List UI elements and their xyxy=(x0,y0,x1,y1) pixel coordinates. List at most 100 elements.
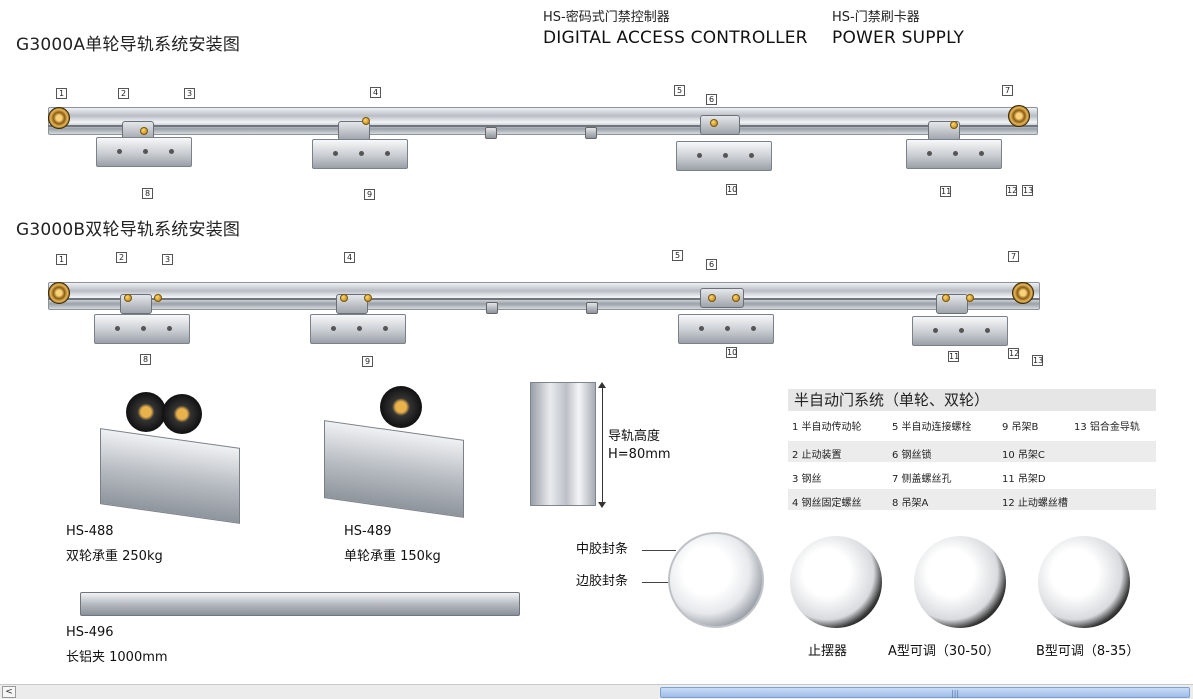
label-a-4: 4 xyxy=(370,87,381,98)
bolt-icon xyxy=(732,294,740,302)
bolt-icon xyxy=(708,294,716,302)
type-b-bracket-image xyxy=(1038,536,1130,628)
bolt-icon xyxy=(966,294,974,302)
clip-icon xyxy=(585,127,597,139)
bolt-icon xyxy=(710,119,718,127)
hs496-code: HS-496 xyxy=(66,625,114,640)
rail-height-label: 导轨高度 xyxy=(608,429,661,444)
horizontal-scrollbar[interactable]: < ||| xyxy=(0,684,1193,699)
wheel-icon xyxy=(126,392,166,432)
label-b-11: 11 xyxy=(948,351,960,362)
dimension-line xyxy=(602,384,603,504)
diagram-b: 1 2 3 4 5 6 7 8 9 10 11 12 13 xyxy=(40,250,1050,367)
hs489-code: HS-489 xyxy=(344,524,392,539)
bolt-icon xyxy=(340,294,348,302)
legend-cell: 6 钢丝锁 xyxy=(892,450,932,461)
hs488-image xyxy=(100,392,245,524)
parts-legend: 半自动门系统（单轮、双轮） 1 半自动传动轮 5 半自动连接螺栓 9 吊架B 1… xyxy=(788,389,1156,515)
controller-name: DIGITAL ACCESS CONTROLLER xyxy=(543,28,808,48)
bolt-icon xyxy=(154,294,162,302)
type-b-label: B型可调（8-35） xyxy=(1036,644,1140,659)
wire-lock-icon xyxy=(700,288,744,308)
label-a-2: 2 xyxy=(118,88,129,99)
hanger-body-icon xyxy=(100,428,240,524)
legend-cell: 13 铝合金导轨 xyxy=(1074,422,1140,433)
label-a-11: 11 xyxy=(940,186,952,197)
hanger-c-icon xyxy=(676,141,772,171)
label-a-6: 6 xyxy=(706,94,717,105)
legend-row: 4 钢丝固定螺丝 8 吊架A 12 止动螺丝槽 xyxy=(788,489,1156,510)
drive-wheel-icon xyxy=(48,282,70,304)
scroll-thumb[interactable]: ||| xyxy=(660,687,1190,698)
label-b-12: 12 xyxy=(1008,348,1020,359)
bolt-icon xyxy=(124,294,132,302)
label-b-1: 1 xyxy=(56,254,67,265)
scroll-left-button[interactable]: < xyxy=(2,686,16,698)
power-name: POWER SUPPLY xyxy=(832,28,965,48)
controller-code: HS-密码式门禁控制器 xyxy=(543,10,670,25)
power-code: HS-门禁刷卡器 xyxy=(832,10,920,25)
label-b-3: 3 xyxy=(162,254,173,265)
seal-middle-label: 中胶封条 xyxy=(576,542,629,557)
legend-row: 2 止动装置 6 钢丝锁 10 吊架C xyxy=(788,441,1156,462)
rail-height-value: H=80mm xyxy=(608,447,671,462)
legend-cell: 12 止动螺丝槽 xyxy=(1002,498,1068,509)
hanger-b-icon xyxy=(312,139,408,169)
hanger-d-icon xyxy=(912,316,1008,346)
clip-icon xyxy=(486,302,498,314)
legend-cell: 8 吊架A xyxy=(892,498,929,509)
hs488-code: HS-488 xyxy=(66,524,114,539)
seal-image xyxy=(668,532,764,628)
label-b-9: 9 xyxy=(362,356,373,367)
legend-cell: 10 吊架C xyxy=(1002,450,1045,461)
legend-cell: 1 半自动传动轮 xyxy=(792,422,862,433)
end-wheel-icon xyxy=(1012,282,1034,304)
label-a-5: 5 xyxy=(674,85,685,96)
diagram-b-title: G3000B双轮导轨系统安装图 xyxy=(16,220,241,240)
type-a-label: A型可调（30-50） xyxy=(888,644,1000,659)
label-a-3: 3 xyxy=(184,88,195,99)
stabilizer-image xyxy=(790,536,882,628)
seal-edge-label: 边胶封条 xyxy=(576,574,629,589)
label-b-6: 6 xyxy=(706,259,717,270)
pointer-line xyxy=(642,550,676,551)
arrow-up-icon xyxy=(598,382,606,388)
label-b-5: 5 xyxy=(672,250,683,261)
wire-a xyxy=(48,125,1038,127)
legend-cell: 5 半自动连接螺栓 xyxy=(892,422,972,433)
arrow-down-icon xyxy=(598,502,606,508)
legend-cell: 2 止动装置 xyxy=(792,450,842,461)
wire-lock-icon xyxy=(700,115,740,135)
rail-b xyxy=(48,282,1040,310)
label-a-8: 8 xyxy=(142,188,153,199)
end-wheel-icon xyxy=(1008,105,1030,127)
legend-cell: 3 钢丝 xyxy=(792,474,822,485)
bolt-icon xyxy=(140,127,148,135)
clip-icon xyxy=(485,127,497,139)
grip-icon: ||| xyxy=(951,689,960,698)
legend-title: 半自动门系统（单轮、双轮） xyxy=(788,389,1156,411)
hanger-a-icon xyxy=(96,137,192,167)
hs489-desc: 单轮承重 150kg xyxy=(344,549,441,564)
type-a-bracket-image xyxy=(914,536,1006,628)
label-b-4: 4 xyxy=(344,252,355,263)
bolt-icon xyxy=(362,117,370,125)
hs496-image xyxy=(80,592,520,616)
bolt-icon xyxy=(942,294,950,302)
legend-row: 3 钢丝 7 侧盖螺丝孔 11 吊架D xyxy=(788,465,1156,486)
hanger-b-icon xyxy=(310,314,406,344)
label-a-13: 13 xyxy=(1022,185,1034,196)
bolt-icon xyxy=(950,121,958,129)
hanger-a-icon xyxy=(94,314,190,344)
wheel-icon xyxy=(380,386,422,428)
hs489-image xyxy=(324,386,469,520)
rail-a xyxy=(48,107,1038,135)
hanger-d-icon xyxy=(906,139,1002,169)
bolt-icon xyxy=(364,294,372,302)
label-b-7: 7 xyxy=(1008,251,1019,262)
diagram-a-title: G3000A单轮导轨系统安装图 xyxy=(16,35,241,55)
legend-cell: 9 吊架B xyxy=(1002,422,1039,433)
label-a-1: 1 xyxy=(56,88,67,99)
label-b-2: 2 xyxy=(116,252,127,263)
wheel-icon xyxy=(162,394,202,434)
